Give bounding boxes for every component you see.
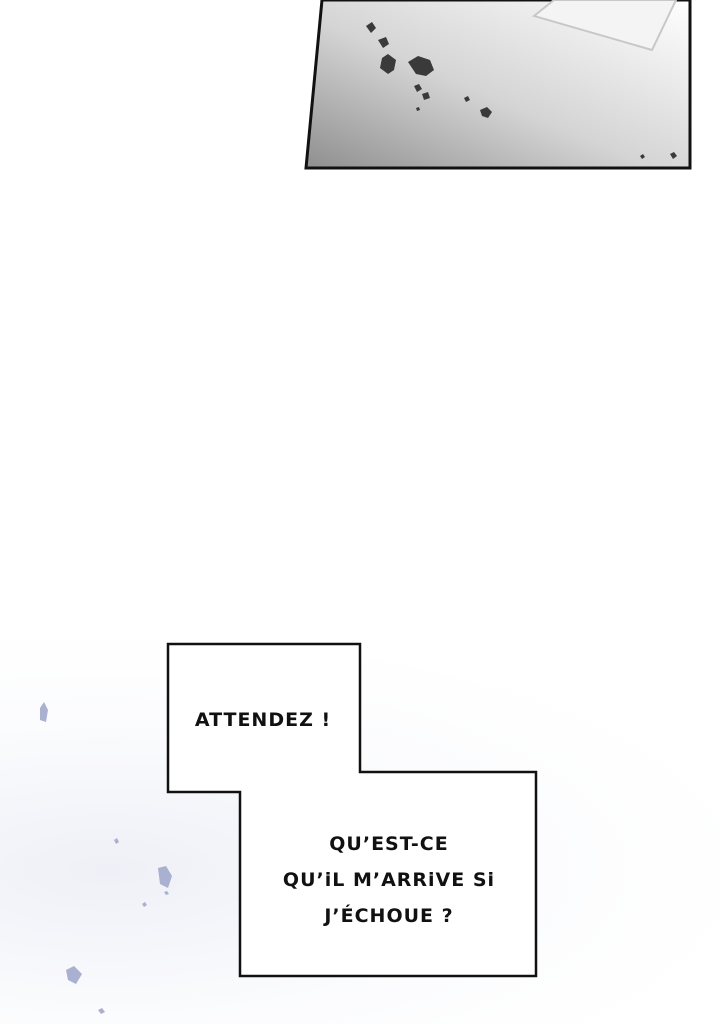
speech-balloon (166, 642, 538, 978)
speech-line-2: QU’iL M’ARRiVE Si (282, 869, 496, 891)
debris-marks (366, 22, 677, 159)
speech-text-question: QU’EST-CE QU’iL M’ARRiVE Si J’ÉCHOUE ? (244, 826, 534, 934)
speech-line-3: J’ÉCHOUE ? (324, 905, 454, 927)
top-comic-panel (304, 0, 692, 172)
speech-line-1: QU’EST-CE (329, 833, 449, 855)
flake-decorations (40, 702, 172, 1014)
speech-text-attendez: ATTENDEZ ! (194, 709, 332, 731)
